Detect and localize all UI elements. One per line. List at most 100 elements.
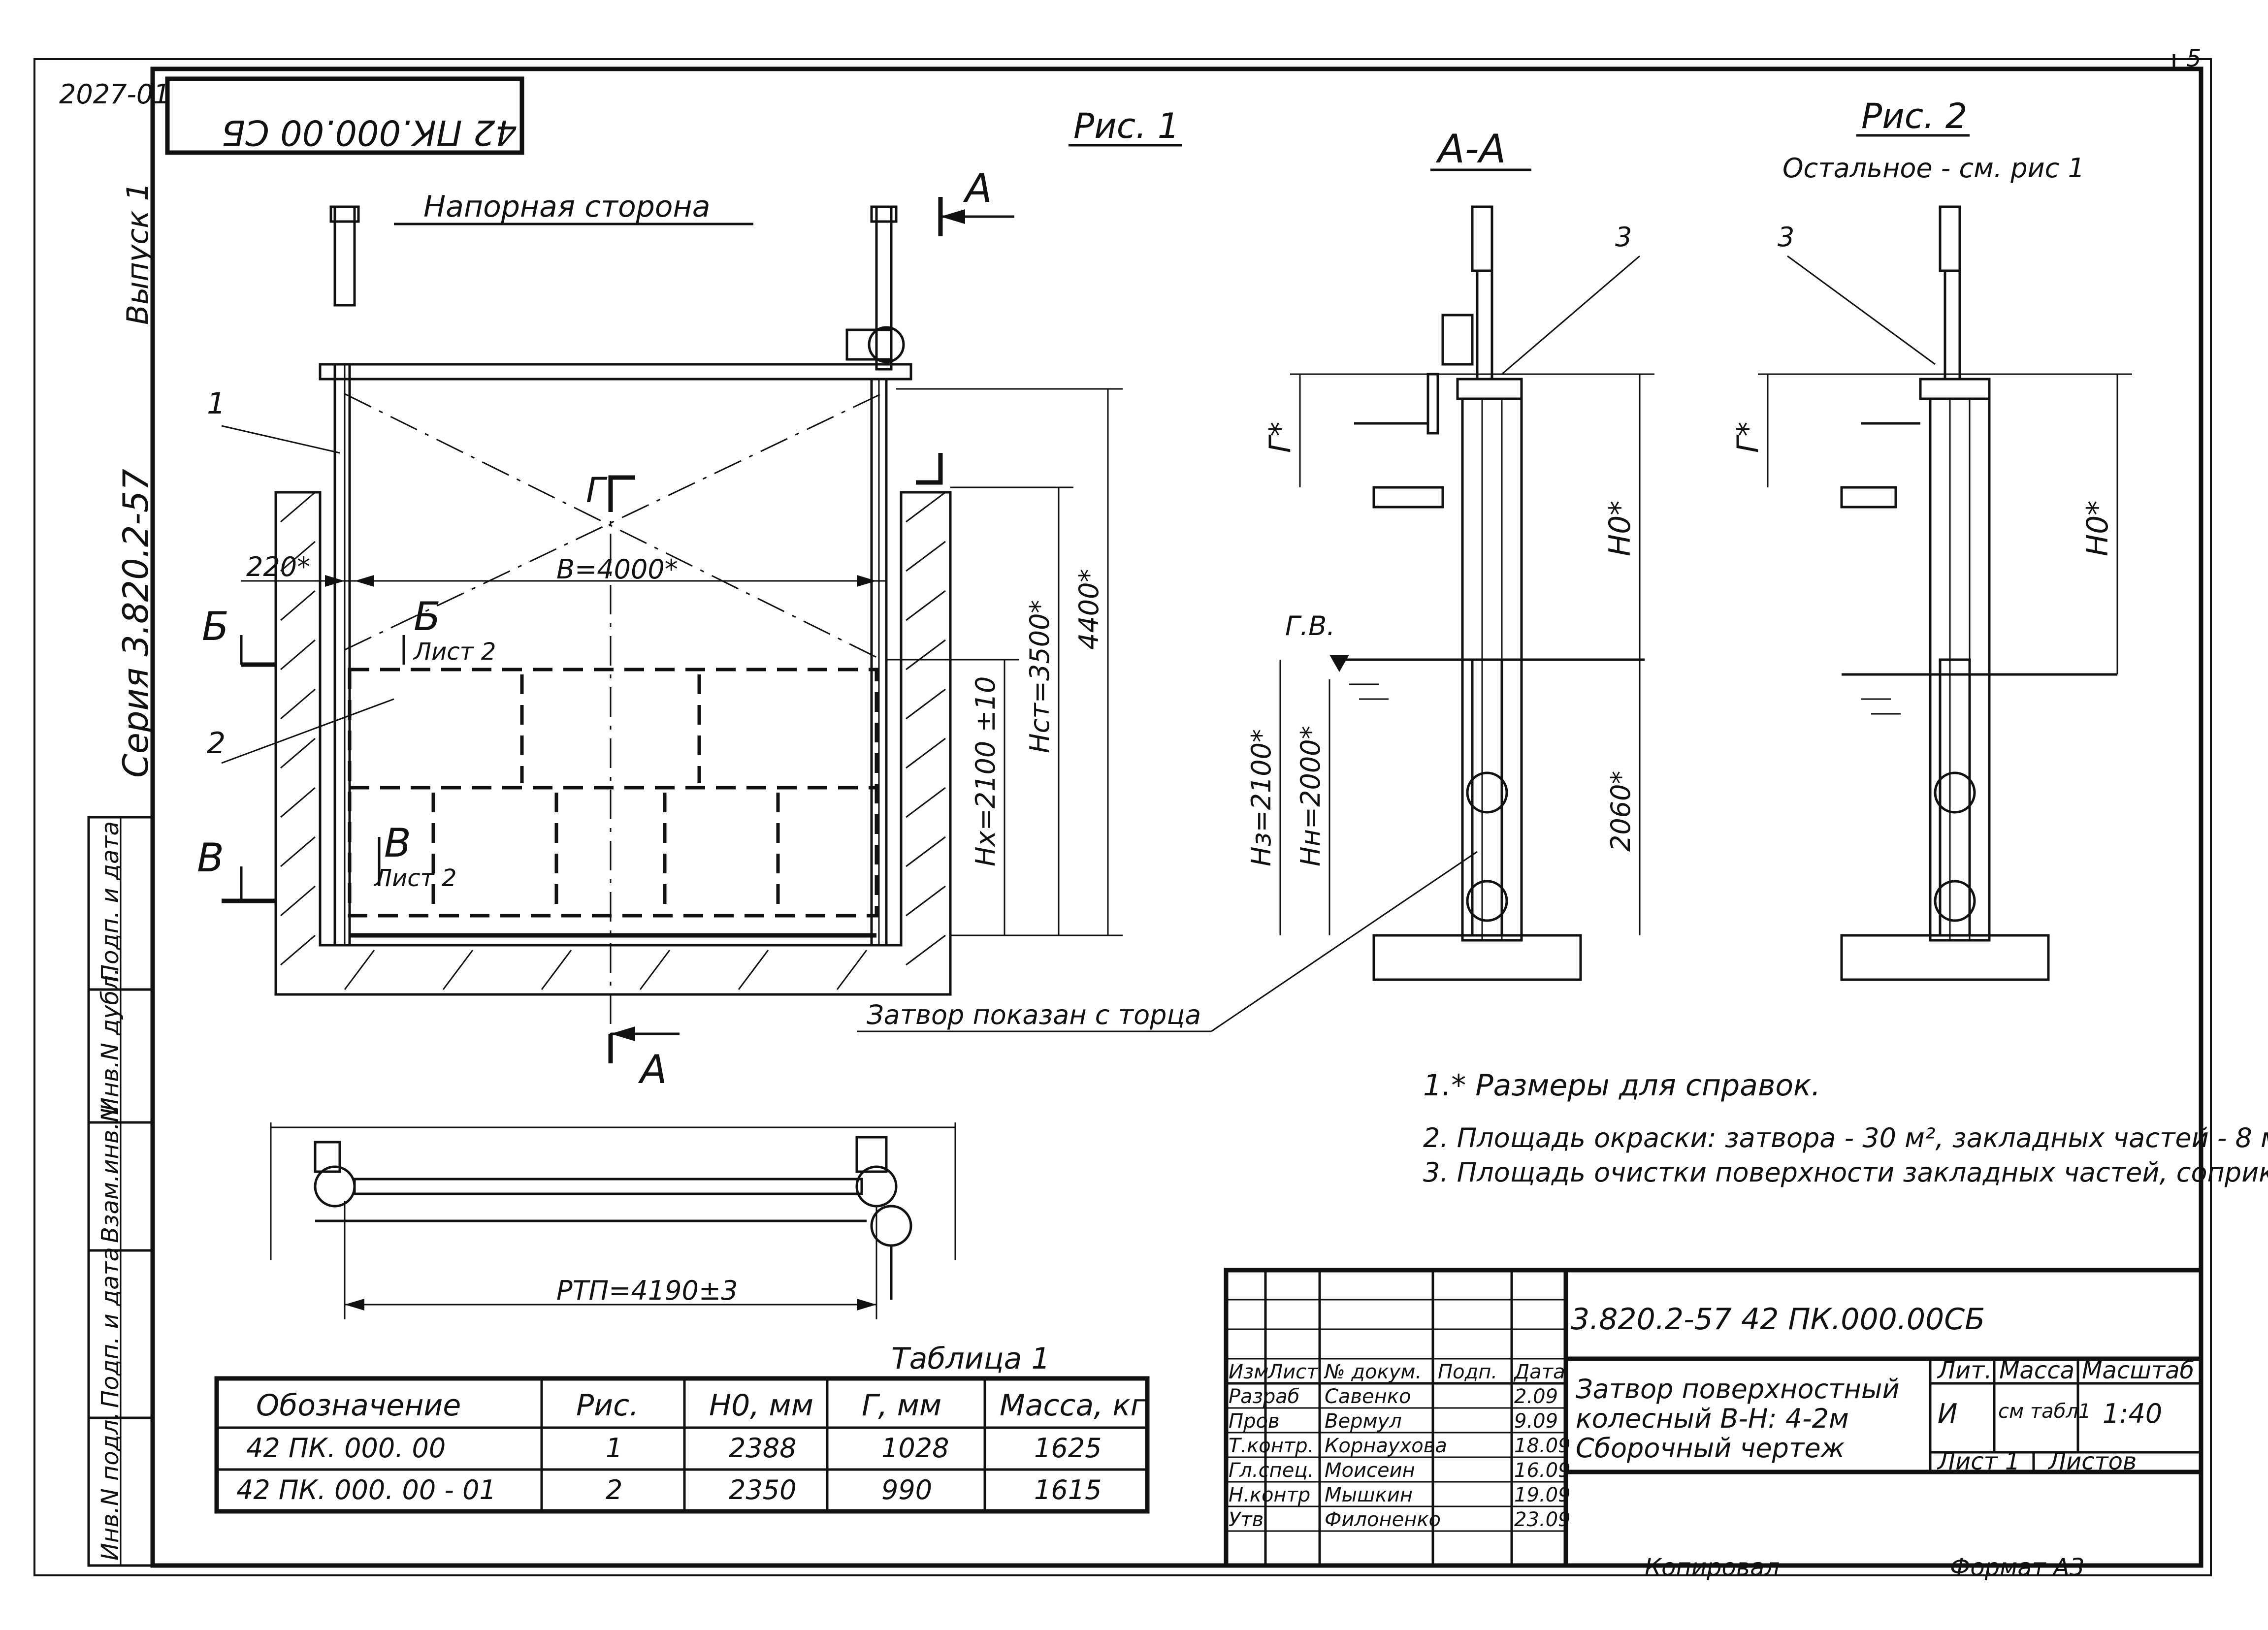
scale-label: Масштаб xyxy=(2082,1357,2194,1384)
col-izm: Изм xyxy=(1229,1361,1268,1383)
callout-2: 2 xyxy=(207,726,226,761)
table-cell: 42 ПК. 000. 00 xyxy=(246,1433,446,1464)
section-b-left: Б xyxy=(202,604,229,649)
note-end-view: Затвор показан с торца xyxy=(867,999,1201,1030)
section-b-right: Б xyxy=(414,594,441,639)
role-name: Моисеин xyxy=(1325,1459,1415,1482)
table-cell: 2350 xyxy=(729,1474,796,1505)
role-date: 18.09 xyxy=(1514,1435,1571,1457)
concrete-walls xyxy=(274,491,952,996)
role-label: Утв xyxy=(1229,1508,1264,1531)
th-designation: Обозначение xyxy=(256,1388,461,1423)
sheets-label: Листов xyxy=(2047,1448,2137,1475)
role-date: 2.09 xyxy=(1514,1385,1558,1408)
copied-by: Копировал xyxy=(1645,1554,1780,1581)
title-code: 3.820.2-57 42 ПК.000.00СБ xyxy=(1571,1302,1985,1337)
dim-4400: 4400* xyxy=(1073,569,1104,650)
table-cell: 1028 xyxy=(881,1433,949,1464)
title-name-1: Затвор поверхностный xyxy=(1576,1374,1900,1405)
dim-hn: Hн=2000* xyxy=(1295,726,1326,866)
side-stamp: Инв.N подл. Подп. и дата Взам.инв.N Инв.… xyxy=(87,816,154,1567)
th-h0: H0, мм xyxy=(709,1388,813,1423)
table-cell: 1615 xyxy=(1034,1474,1102,1505)
dim-rtp: РТП=4190±3 xyxy=(556,1275,738,1306)
format-label: Формат А3 xyxy=(1950,1554,2084,1581)
dim-hct: Hст=3500* xyxy=(1024,600,1055,753)
sheet-frame: 5 2027-01 xyxy=(33,45,2212,1576)
role-date: 19.09 xyxy=(1514,1484,1571,1506)
side-stamp-3: Взам.инв.N xyxy=(97,1105,124,1243)
role-date: 16.09 xyxy=(1514,1459,1571,1482)
sheet-number: 5 xyxy=(2186,45,2202,72)
top-stamp-code: 42 ПК.000.00 СБ xyxy=(222,112,517,153)
side-stamp-1: Инв.N подл. xyxy=(97,1412,124,1561)
side-stamp-2: Подп. и дата xyxy=(97,1247,124,1408)
dim-220: 220* xyxy=(246,551,310,582)
corner-code: 2027-01 xyxy=(59,79,170,110)
water-level: Г.В. xyxy=(1285,610,1335,641)
role-name: Корнаухова xyxy=(1325,1435,1447,1457)
col-doc: № докум. xyxy=(1324,1361,1422,1383)
title-name-3: Сборочный чертеж xyxy=(1576,1433,1845,1464)
table-cell: 1625 xyxy=(1034,1433,1102,1464)
issue-label: Выпуск 1 xyxy=(121,182,155,325)
dim-hz: Hз=2100* xyxy=(1246,729,1277,866)
section-v-left: В xyxy=(197,835,224,881)
callout-1: 1 xyxy=(207,386,226,421)
pressure-side-label: Напорная сторона xyxy=(423,190,711,224)
role-name: Вермул xyxy=(1325,1410,1402,1433)
fig2-title: Рис. 2 xyxy=(1861,96,1967,136)
role-date: 23.09 xyxy=(1514,1508,1571,1531)
dim-b: В=4000* xyxy=(556,554,678,585)
sheet-label: Лист 1 xyxy=(1937,1448,2020,1475)
col-sign: Подп. xyxy=(1438,1361,1497,1383)
lit-value: И xyxy=(1938,1398,1957,1429)
th-fig: Рис. xyxy=(576,1388,639,1423)
th-mass: Масса, кг xyxy=(1000,1388,1146,1423)
section-v-sheet: Лист 2 xyxy=(373,864,456,892)
dim-h0-aa: H0* xyxy=(1603,501,1637,556)
role-date: 9.09 xyxy=(1514,1410,1558,1433)
note-2: 2. Площадь окраски: затвора - 30 м², зак… xyxy=(1423,1122,2268,1153)
table-cell: 990 xyxy=(881,1474,932,1505)
section-b-sheet: Лист 2 xyxy=(413,638,496,666)
table-cell: 42 ПК. 000. 00 - 01 xyxy=(236,1474,496,1505)
note-3: 3. Площадь очистки поверхности закладных… xyxy=(1423,1157,2268,1188)
role-label: Гл.спец. xyxy=(1229,1459,1314,1482)
table1-title: Таблица 1 xyxy=(891,1342,1050,1376)
notes: 1.* Размеры для справок. 2. Площадь окра… xyxy=(1423,1068,2268,1188)
role-name: Мышкин xyxy=(1325,1484,1413,1506)
th-g: Г, мм xyxy=(862,1388,941,1423)
role-label: Разраб xyxy=(1229,1385,1299,1408)
fig2-note: Остальное - см. рис 1 xyxy=(1782,153,2085,184)
dim-g-aa: Г* xyxy=(1263,422,1297,453)
dim-g-fig2: Г* xyxy=(1731,422,1765,453)
section-aa: А-А Г.В. Г* H0* Hз=2100* Hн=2000* xyxy=(1246,126,1654,981)
table-cell: 2 xyxy=(606,1474,622,1505)
callout-3-fig2: 3 xyxy=(1778,222,1794,253)
side-stamp-4: Инв.N дубл. xyxy=(97,968,124,1115)
dim-2060: 2060* xyxy=(1605,771,1636,852)
mass-value: см табл1 xyxy=(1998,1400,2091,1423)
role-label: Пров xyxy=(1229,1410,1280,1433)
plan-view: РТП=4190±3 xyxy=(270,1122,956,1319)
section-aa-title: А-А xyxy=(1435,126,1506,172)
lit-label: Лит. xyxy=(1937,1357,1992,1384)
table-1: Таблица 1 Обозначение Рис. H0, мм Г, мм … xyxy=(214,1342,1150,1514)
series-label: Серия 3.820.2-57 xyxy=(116,469,156,778)
cut-g: Г xyxy=(586,470,608,511)
callout-3-aa: 3 xyxy=(1615,222,1632,253)
role-label: Н.контр xyxy=(1229,1484,1310,1506)
side-stamp-5: Подп. и дата xyxy=(97,821,124,982)
col-list: Лист xyxy=(1267,1361,1319,1383)
title-block: 3.820.2-57 42 ПК.000.00СБ Затвор поверхн… xyxy=(1224,1268,2203,1568)
fig1-title: Рис. 1 xyxy=(1073,106,1179,146)
section-v-right: В xyxy=(384,820,411,866)
figure-2: Рис. 2 Остальное - см. рис 1 Г* H0* 3 xyxy=(1731,96,2132,981)
figure-1: Рис. 1 Напорная сторона А xyxy=(197,106,1478,1092)
role-name: Савенко xyxy=(1325,1385,1411,1408)
dim-hx: Hx=2100 ±10 xyxy=(970,676,1001,866)
cut-a-bottom: А xyxy=(638,1047,667,1092)
table-cell: 2388 xyxy=(729,1433,796,1464)
